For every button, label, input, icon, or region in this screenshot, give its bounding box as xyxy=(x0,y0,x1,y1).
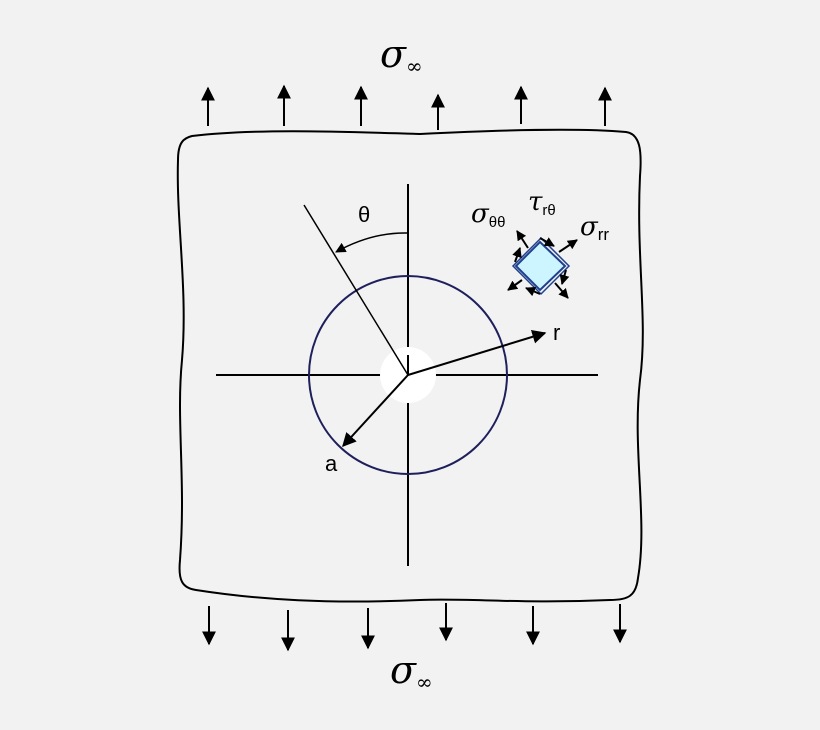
top-stress-label: σ∞ xyxy=(380,32,423,78)
sigma-tt-arrow-in xyxy=(554,282,569,299)
reference-circle xyxy=(308,275,508,475)
stress-element-shadow xyxy=(511,236,571,296)
sigma-rr-label: σrr xyxy=(580,212,609,244)
hole-radius-a-arrow xyxy=(342,374,409,448)
tau-arrow-top xyxy=(539,237,555,247)
bottom-stress-label: σ∞ xyxy=(390,648,433,694)
tau-arrow-right xyxy=(559,269,570,285)
sigma-rr-arrow-out xyxy=(558,239,578,253)
tau-arrow-left xyxy=(512,247,522,263)
sigma-tt-arrow-out xyxy=(516,230,529,249)
radius-r-label: r xyxy=(553,320,560,345)
theta-arc xyxy=(335,232,409,253)
top-stress-arrows xyxy=(201,84,612,130)
radius-r-arrow xyxy=(407,330,547,376)
sigma-rr-arrow-in xyxy=(507,279,523,291)
hole-radius-a-label: a xyxy=(325,451,338,476)
tau-arrow-bottom xyxy=(525,286,541,297)
theta-radial-line xyxy=(303,204,409,376)
bottom-stress-arrows xyxy=(202,603,627,652)
stress-element xyxy=(507,230,578,299)
sigma-theta-theta-label: σθθ xyxy=(471,199,505,231)
tau-r-theta-label: τrθ xyxy=(528,187,556,219)
stress-element-square xyxy=(514,240,567,292)
theta-label: θ xyxy=(358,202,370,227)
